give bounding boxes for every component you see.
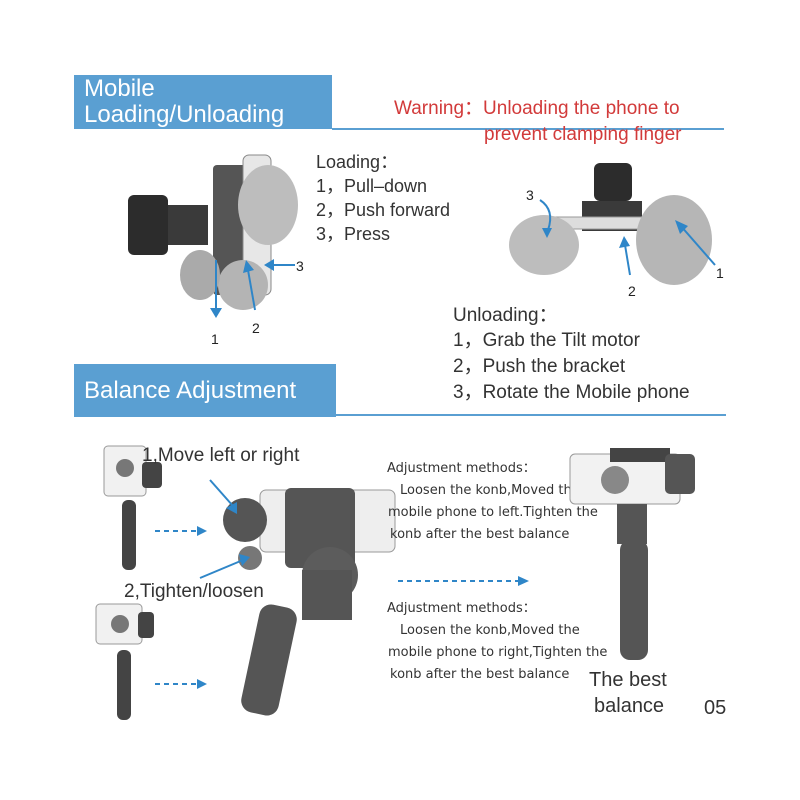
loading-step-3: 3，Press (316, 224, 391, 244)
gimbal-left-top (103, 445, 162, 570)
unloading-step-3: 3，Rotate the Mobile phone (453, 382, 690, 403)
loading-callout-2: 2 (252, 320, 260, 336)
method2-line-3: konb after the best balance (390, 667, 570, 682)
balance-label-tighten: 2,Tighten/loosen (124, 581, 264, 602)
unloading-illustration (509, 163, 712, 285)
unloading-callout-2: 2 (628, 283, 636, 299)
unloading-step-2: 2，Push the bracket (453, 356, 626, 377)
section-header-mobile-loading (74, 75, 332, 129)
loading-step-1: 1，Pull–down (316, 176, 428, 196)
section-header-balance (74, 364, 336, 417)
best-balance-line1: The best (589, 669, 667, 691)
gimbal-center (223, 488, 396, 716)
unloading-title: Unloading： (453, 305, 558, 326)
method1-line-3: konb after the best balance (390, 527, 570, 542)
loading-callout-1: 1 (211, 331, 219, 347)
method2-line-2: mobile phone to right,Tighten the (388, 645, 608, 660)
unloading-callout-3: 3 (526, 187, 534, 203)
unloading-callout-1: 1 (716, 265, 724, 281)
loading-title: Loading： (316, 152, 399, 172)
method1-title: Adjustment methods： (387, 461, 536, 476)
unloading-step-1: 1，Grab the Tilt motor (453, 330, 640, 351)
page-number: 05 (704, 697, 727, 719)
unloading-arrows (539, 199, 716, 276)
section-title-line2: Loading/Unloading (84, 101, 285, 128)
loading-step-2: 2，Push forward (316, 200, 451, 220)
section-divider (332, 128, 724, 130)
gimbal-best-balance (569, 448, 695, 660)
loading-illustration (128, 154, 298, 310)
dashed-arrow-left-top (155, 526, 207, 536)
loading-arrows (210, 259, 295, 318)
dashed-arrow-middle (398, 576, 529, 586)
method2-line-1: Loosen the konb,Moved the (400, 623, 580, 638)
warning-text-line1: Warning：Unloading the phone to (394, 98, 680, 119)
dashed-arrow-left-bottom (155, 679, 207, 689)
method2-title: Adjustment methods： (387, 601, 536, 616)
balance-title: Balance Adjustment (84, 377, 297, 404)
balance-label-move: 1,Move left or right (142, 445, 300, 466)
balance-divider (336, 414, 726, 416)
balance-pointers (199, 479, 250, 579)
loading-callout-3: 3 (296, 258, 304, 274)
gimbal-left-bottom (95, 603, 154, 720)
best-balance-line2: balance (594, 695, 665, 717)
method1-line-1: Loosen the konb,Moved the (400, 483, 580, 498)
method1-line-2: mobile phone to left.Tighten the (388, 505, 598, 520)
warning-text-line2: prevent clamping finger (484, 124, 682, 145)
section-title-line1: Mobile (84, 75, 155, 102)
